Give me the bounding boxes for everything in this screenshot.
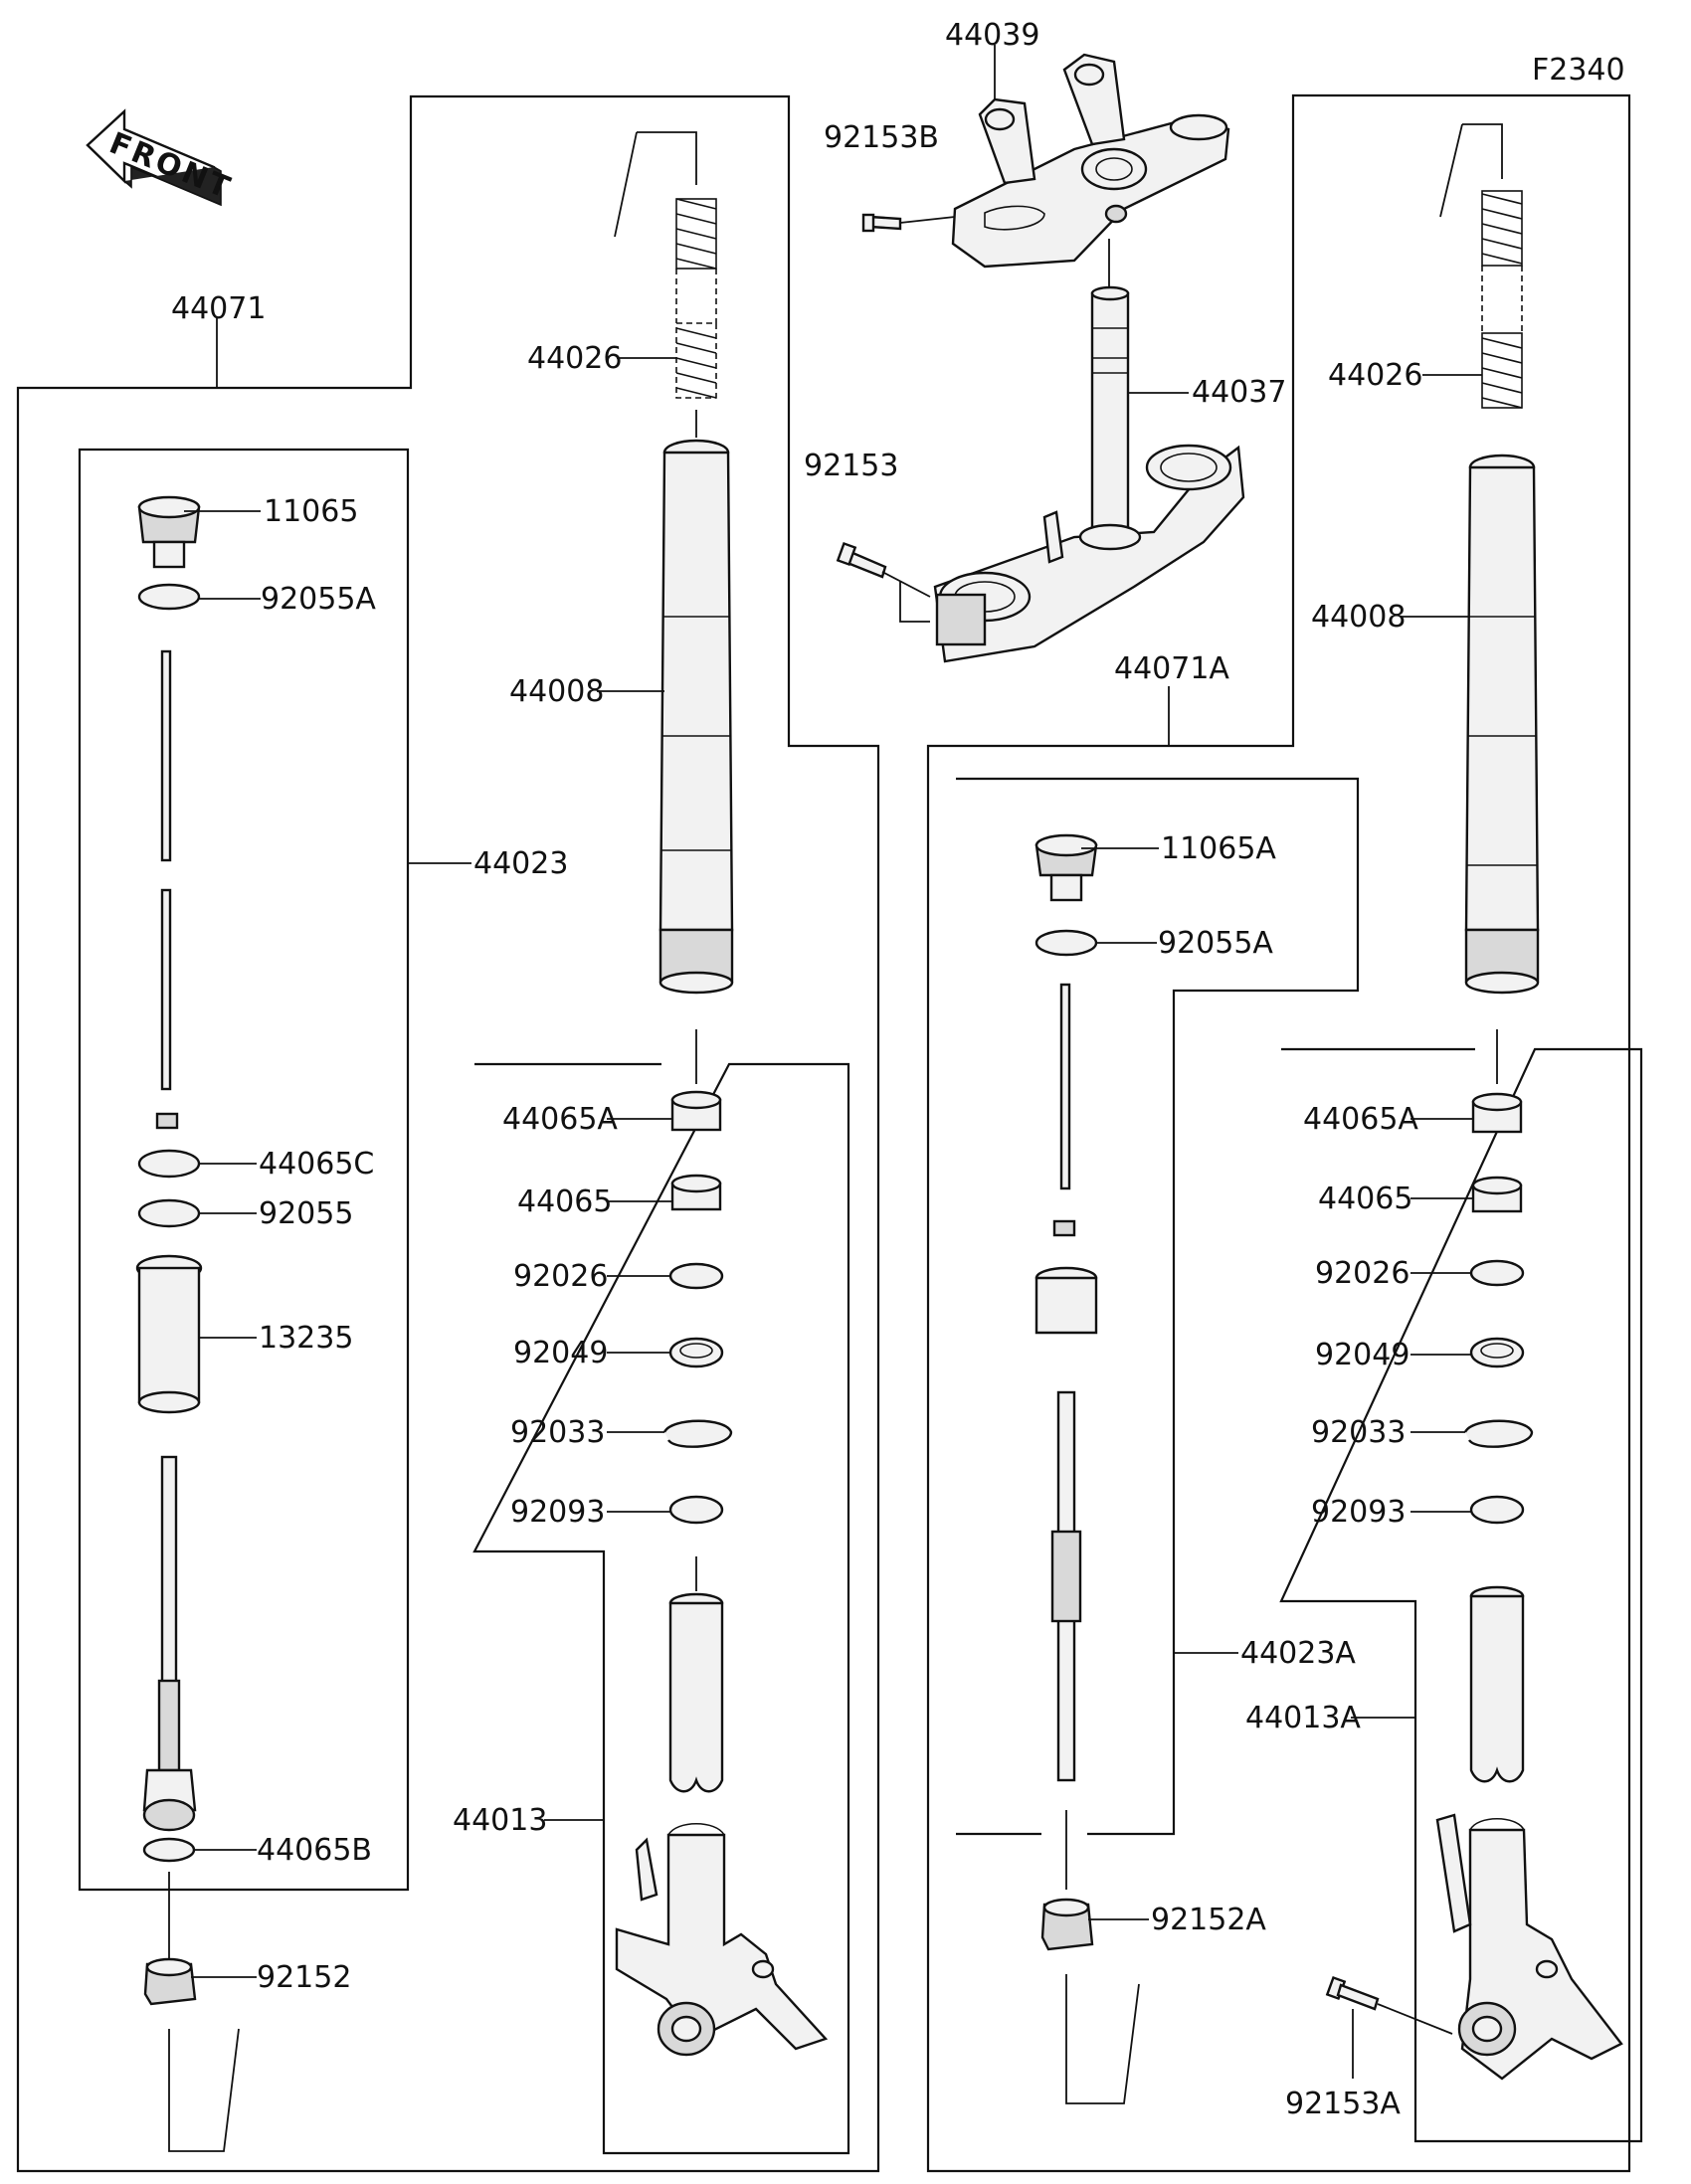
figure-code: F2340 <box>1532 53 1625 88</box>
label-92026-left: 92026 <box>513 1259 608 1294</box>
label-92153: 92153 <box>804 449 898 483</box>
frame-44023 <box>78 448 410 1892</box>
label-11065: 11065 <box>264 494 358 529</box>
label-92033-right: 92033 <box>1311 1415 1406 1450</box>
label-92049-right: 92049 <box>1315 1338 1409 1372</box>
left-outer-tube-44008 <box>658 439 734 995</box>
label-44065C: 44065C <box>259 1147 374 1182</box>
front-label: FRONT <box>104 126 237 207</box>
label-44039: 44039 <box>945 18 1039 53</box>
label-13235: 13235 <box>259 1321 353 1356</box>
left-cartridge-parts <box>135 495 203 1863</box>
label-44008-left: 44008 <box>509 674 604 709</box>
callout-labels: F2340 44039 92153B 44037 92153 44071A 44… <box>171 18 1625 2121</box>
label-44065-right: 44065 <box>1318 1182 1412 1216</box>
label-92093-left: 92093 <box>510 1495 605 1530</box>
front-arrow: FRONT <box>86 108 237 207</box>
label-44065-left: 44065 <box>517 1184 612 1219</box>
bolt-92153B <box>861 213 956 233</box>
label-92055: 92055 <box>259 1196 353 1231</box>
label-44023A: 44023A <box>1240 1636 1356 1671</box>
right-cartridge-parts <box>1034 833 1140 2104</box>
label-92055A-right: 92055A <box>1158 926 1273 961</box>
label-44008-right: 44008 <box>1311 600 1406 635</box>
label-92153B: 92153B <box>824 120 939 155</box>
frame-44023A <box>956 777 1360 1836</box>
label-44013: 44013 <box>453 1803 547 1838</box>
left-bushing-stack <box>615 1029 829 2057</box>
label-92049-left: 92049 <box>513 1336 608 1370</box>
frame-44013A <box>1279 1047 1643 2143</box>
label-92152A: 92152A <box>1151 1903 1266 1937</box>
frame-44013 <box>472 1062 850 2155</box>
frame-44071 <box>16 94 880 2173</box>
upper-triple-clamp <box>951 53 1230 288</box>
left-spring-44026 <box>614 131 717 438</box>
label-44071A: 44071A <box>1114 651 1229 686</box>
bolt-92153 <box>836 541 931 623</box>
bolt-92153A <box>1325 1975 1453 2079</box>
label-92093-right: 92093 <box>1311 1495 1406 1530</box>
label-44065B: 44065B <box>257 1833 372 1868</box>
right-bushing-stack <box>1435 1029 1623 2081</box>
label-44013A: 44013A <box>1245 1701 1361 1735</box>
label-92055A-left: 92055A <box>261 582 376 617</box>
leader-lines <box>184 45 1482 1978</box>
steering-stem-lower-clamp <box>933 285 1245 663</box>
label-44065A-right: 44065A <box>1303 1102 1418 1137</box>
label-44065A-left: 44065A <box>502 1102 618 1137</box>
label-92033-left: 92033 <box>510 1415 605 1450</box>
right-spring-44026 <box>1439 123 1523 409</box>
label-11065A: 11065A <box>1161 831 1276 866</box>
label-44026-left: 44026 <box>527 341 622 376</box>
assembly-frames <box>16 93 1643 2173</box>
label-44037: 44037 <box>1192 375 1286 410</box>
frame-44071A <box>926 93 1631 2173</box>
label-44023: 44023 <box>473 846 568 881</box>
label-92153A: 92153A <box>1285 2087 1401 2121</box>
label-44026-right: 44026 <box>1328 358 1422 393</box>
label-44071: 44071 <box>171 291 266 326</box>
right-outer-tube-44008 <box>1464 454 1540 995</box>
left-axle-nut-92152 <box>143 1872 240 2152</box>
label-92026-right: 92026 <box>1315 1256 1409 1291</box>
label-92152: 92152 <box>257 1960 351 1995</box>
